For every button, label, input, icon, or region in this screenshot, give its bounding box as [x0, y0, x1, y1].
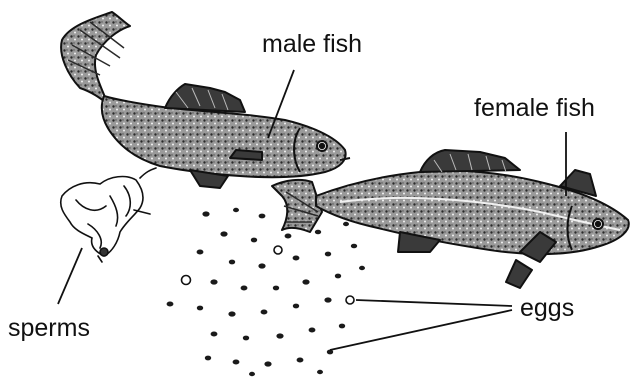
egg	[339, 324, 345, 329]
egg	[309, 328, 316, 333]
eggs-label: eggs	[520, 296, 574, 321]
egg	[233, 360, 240, 365]
egg	[261, 310, 268, 315]
egg-hollow	[346, 296, 354, 304]
egg-hollow	[182, 276, 191, 285]
egg	[302, 279, 309, 284]
egg	[324, 297, 331, 302]
egg	[251, 238, 257, 243]
egg	[220, 231, 227, 236]
male-fish-label: male fish	[262, 32, 362, 57]
egg	[273, 286, 279, 291]
egg	[325, 252, 331, 257]
egg	[297, 358, 304, 363]
egg	[197, 250, 204, 255]
sperm-cloud	[61, 168, 156, 262]
sperms-label: sperms	[8, 316, 90, 341]
eggs-cluster	[167, 208, 365, 376]
egg	[243, 336, 249, 341]
egg	[205, 356, 211, 361]
egg	[249, 372, 255, 376]
egg	[276, 333, 283, 338]
egg	[317, 370, 323, 374]
egg	[211, 332, 218, 337]
egg	[202, 211, 209, 216]
female-fish-tail	[272, 180, 322, 232]
egg	[285, 234, 292, 239]
egg-hollow	[274, 246, 282, 254]
egg	[315, 230, 321, 235]
egg	[233, 208, 239, 212]
egg	[228, 311, 235, 316]
egg	[167, 302, 174, 307]
male-fish-dorsal-fin	[165, 84, 245, 112]
egg	[229, 260, 235, 265]
egg	[335, 274, 341, 279]
eggs-pointer-upper	[356, 300, 512, 306]
egg	[259, 214, 266, 219]
egg	[241, 286, 248, 291]
egg	[258, 263, 265, 268]
egg	[359, 266, 365, 270]
egg	[293, 304, 299, 309]
egg	[197, 306, 203, 311]
egg	[351, 244, 357, 249]
egg	[264, 361, 271, 366]
sperms-pointer	[58, 248, 82, 304]
egg	[210, 279, 217, 284]
male-fish-pectoral-fin	[230, 150, 262, 160]
eggs-pointer-lower	[330, 310, 512, 350]
egg	[293, 256, 300, 261]
egg	[343, 222, 349, 226]
female-fish-label: female fish	[474, 96, 595, 121]
